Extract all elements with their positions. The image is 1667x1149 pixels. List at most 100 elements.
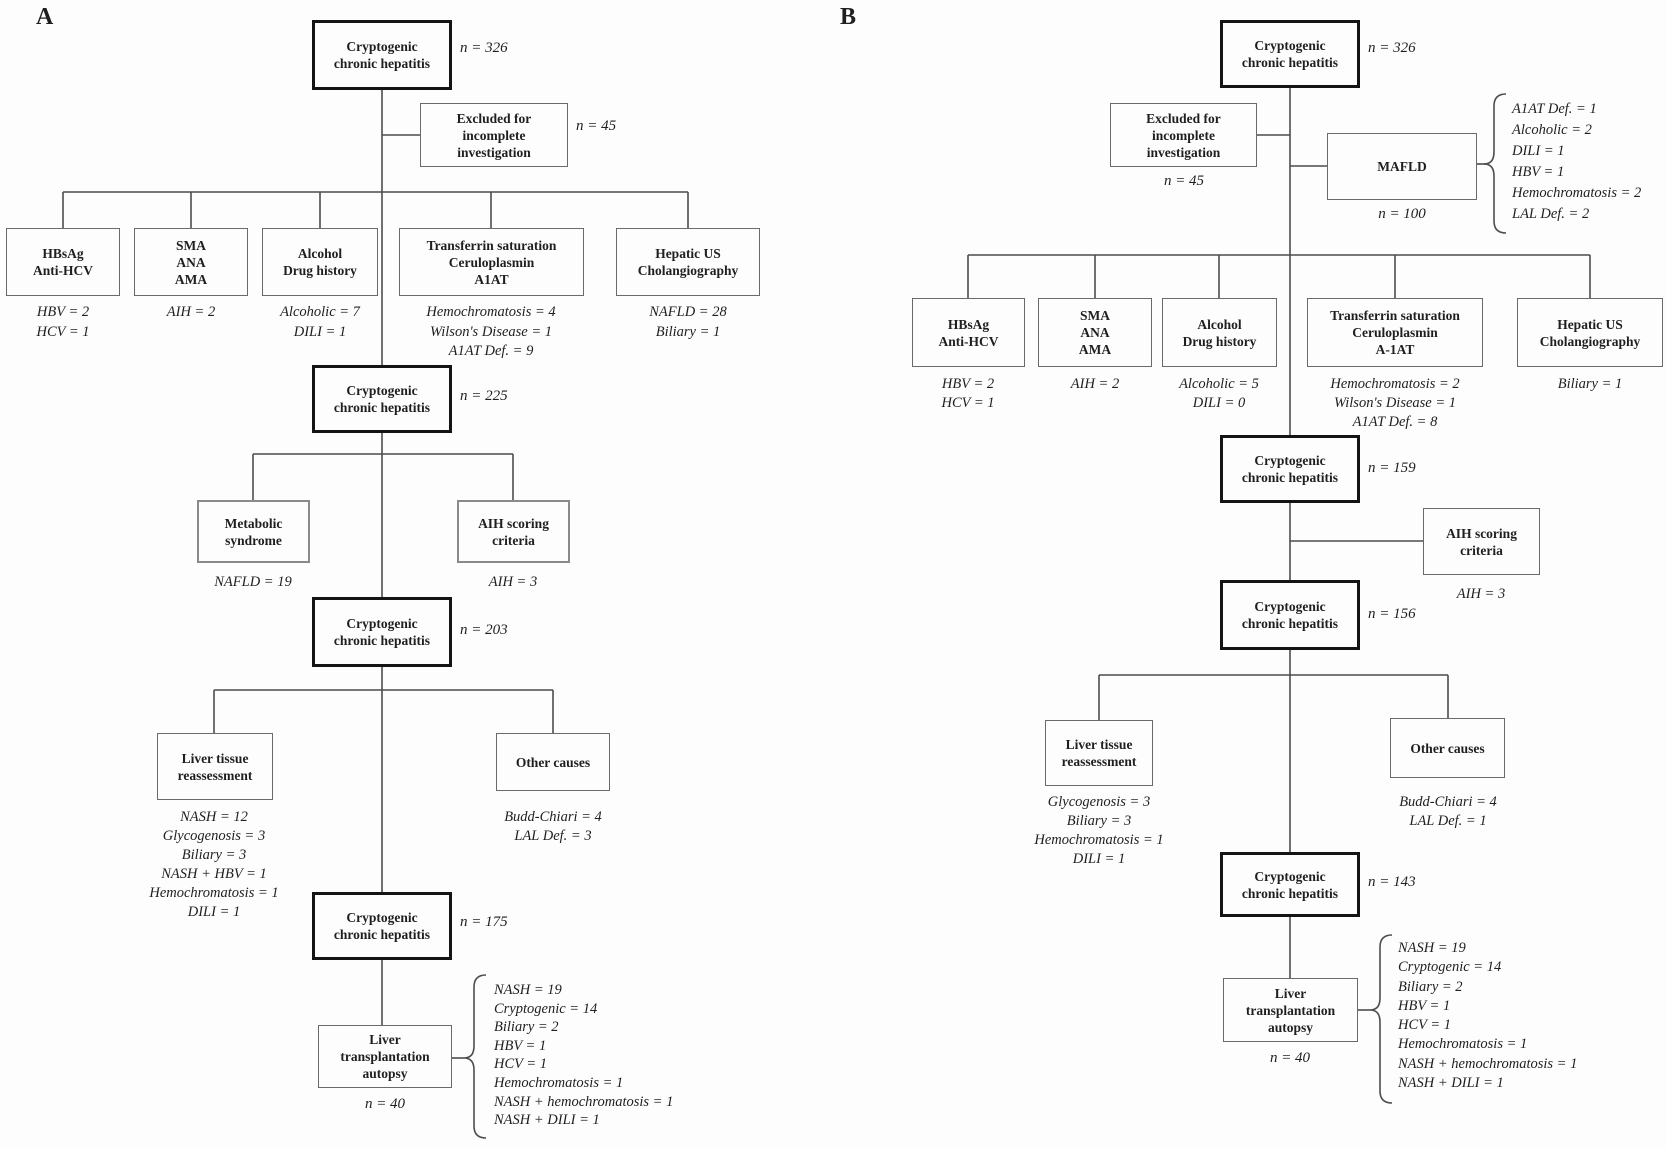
node-test-transferrin-b: Transferrin saturation Ceruloplasmin A-1… <box>1307 298 1483 367</box>
node-excluded-b: Excluded for incomplete investigation <box>1110 103 1257 167</box>
node-mafld-b: MAFLD <box>1327 133 1477 200</box>
result-label: NAFLD = 19 <box>214 574 292 590</box>
node-title: Liver tissue reassessment <box>1061 737 1137 769</box>
node-title: Other causes <box>1410 740 1485 756</box>
node-title: Hepatic US Cholangiography <box>1539 316 1641 349</box>
result-label: AIH = 3 <box>488 574 538 590</box>
node-excluded-a: Excluded for incomplete investigation <box>420 103 568 167</box>
node-cryptogenic-225-a: Cryptogenic chronic hepatitis <box>312 365 452 433</box>
curly-brace-icon <box>1483 93 1507 234</box>
node-title: Alcohol Drug history <box>283 246 357 278</box>
n-label: n = 156 <box>1368 606 1416 622</box>
curly-brace-icon <box>1369 934 1393 1104</box>
node-other-causes-b: Other causes <box>1390 718 1505 778</box>
node-title: Excluded for incomplete investigation <box>456 110 532 160</box>
node-title: Excluded for incomplete investigation <box>1146 110 1221 160</box>
node-title: Alcohol Drug history <box>1182 316 1257 349</box>
node-title: AIH scoring criteria <box>1446 525 1517 558</box>
node-title: Transferrin saturation Ceruloplasmin A-1… <box>1330 308 1460 357</box>
result-label: HBV = 2 HCV = 1 <box>36 304 90 340</box>
node-test-sma-b: SMA ANA AMA <box>1038 298 1152 367</box>
node-metabolic-syndrome-a: Metabolic syndrome <box>197 500 310 563</box>
n-label: n = 143 <box>1368 874 1416 890</box>
result-label: NAFLD = 28 Biliary = 1 <box>649 304 727 340</box>
result-label: AIH = 3 <box>1456 586 1506 602</box>
node-title: Cryptogenic chronic hepatitis <box>333 616 431 648</box>
node-title: Cryptogenic chronic hepatitis <box>333 39 431 71</box>
n-label: n = 40 <box>364 1096 406 1112</box>
panel-a-label: A <box>36 4 54 30</box>
node-test-alcohol-b: Alcohol Drug history <box>1162 298 1277 367</box>
brace-list: NASH = 19 Cryptogenic = 14 Biliary = 2 H… <box>494 982 674 1129</box>
result-label: Alcoholic = 7 DILI = 1 <box>280 304 360 340</box>
result-label: NASH = 12 Glycogenosis = 3 Biliary = 3 N… <box>149 809 279 920</box>
n-label: n = 159 <box>1368 460 1416 476</box>
n-label: n = 40 <box>1269 1050 1311 1066</box>
n-label: n = 45 <box>576 118 617 134</box>
node-title: AIH scoring criteria <box>478 515 549 548</box>
node-title: Hepatic US Cholangiography <box>637 246 739 278</box>
result-label: Budd-Chiari = 4 LAL Def. = 3 <box>504 809 602 844</box>
node-liver-tissue-a: Liver tissue reassessment <box>157 733 273 800</box>
result-label: Glycogenosis = 3 Biliary = 3 Hemochromat… <box>1034 794 1164 867</box>
n-label: n = 203 <box>460 622 508 638</box>
n-label: n = 100 <box>1378 206 1426 222</box>
node-test-alcohol-a: Alcohol Drug history <box>262 228 378 296</box>
node-title: Metabolic syndrome <box>224 515 283 548</box>
curly-brace-icon <box>463 974 487 1139</box>
node-cryptogenic-156-b: Cryptogenic chronic hepatitis <box>1220 580 1360 650</box>
node-liver-transplant-b: Liver transplantation autopsy <box>1223 978 1358 1042</box>
n-label: n = 175 <box>460 914 508 930</box>
result-label: HBV = 2 HCV = 1 <box>941 376 995 411</box>
node-title: Cryptogenic chronic hepatitis <box>1241 868 1339 901</box>
result-label: AIH = 2 <box>166 304 216 320</box>
node-test-hepatic-us-b: Hepatic US Cholangiography <box>1517 298 1663 367</box>
node-title: Liver tissue reassessment <box>177 750 253 783</box>
node-test-hbsag-a: HBsAg Anti-HCV <box>6 228 120 296</box>
node-cryptogenic-203-a: Cryptogenic chronic hepatitis <box>312 597 452 667</box>
node-liver-tissue-b: Liver tissue reassessment <box>1045 720 1153 786</box>
node-title: HBsAg Anti-HCV <box>33 246 93 278</box>
result-label: Biliary = 1 <box>1557 376 1623 392</box>
result-label: Budd-Chiari = 4 LAL Def. = 1 <box>1399 794 1497 829</box>
node-title: SMA ANA AMA <box>174 237 208 287</box>
node-cryptogenic-143-b: Cryptogenic chronic hepatitis <box>1220 852 1360 917</box>
node-cryptogenic-175-a: Cryptogenic chronic hepatitis <box>312 892 452 960</box>
node-aih-scoring-a: AIH scoring criteria <box>457 500 570 563</box>
node-title: Cryptogenic chronic hepatitis <box>1241 599 1339 631</box>
node-test-transferrin-a: Transferrin saturation Ceruloplasmin A1A… <box>399 228 584 296</box>
node-title: Cryptogenic chronic hepatitis <box>1241 453 1339 485</box>
branch-1-a <box>252 453 514 500</box>
row-stubs-b <box>967 255 1591 298</box>
node-test-hepatic-us-a: Hepatic US Cholangiography <box>616 228 760 296</box>
node-title: Transferrin saturation Ceruloplasmin A1A… <box>426 237 557 287</box>
brace-list: A1AT Def. = 1 Alcoholic = 2 DILI = 1 HBV… <box>1512 101 1642 222</box>
n-label: n = 45 <box>1163 173 1205 189</box>
result-label: Alcoholic = 5 DILI = 0 <box>1179 376 1259 411</box>
node-title: SMA ANA AMA <box>1078 308 1112 357</box>
node-cryptogenic-root-a: Cryptogenic chronic hepatitis <box>312 20 452 90</box>
row-stubs-a <box>62 192 689 228</box>
node-title: Cryptogenic chronic hepatitis <box>333 910 431 942</box>
result-label: Hemochromatosis = 4 Wilson's Disease = 1… <box>426 304 556 359</box>
node-liver-transplant-a: Liver transplantation autopsy <box>318 1025 452 1088</box>
brace-list: NASH = 19 Cryptogenic = 14 Biliary = 2 H… <box>1398 940 1578 1092</box>
node-title: MAFLD <box>1377 159 1427 174</box>
result-label: Hemochromatosis = 2 Wilson's Disease = 1… <box>1330 376 1460 430</box>
node-title: Cryptogenic chronic hepatitis <box>1241 38 1339 70</box>
node-test-sma-a: SMA ANA AMA <box>134 228 248 296</box>
node-cryptogenic-159-b: Cryptogenic chronic hepatitis <box>1220 435 1360 503</box>
node-other-causes-a: Other causes <box>496 733 610 791</box>
n-label: n = 326 <box>460 40 508 56</box>
n-label: n = 225 <box>460 388 508 404</box>
node-title: Cryptogenic chronic hepatitis <box>333 383 431 415</box>
n-label: n = 326 <box>1368 40 1416 56</box>
node-title: Liver transplantation autopsy <box>1245 985 1336 1035</box>
node-title: Other causes <box>515 754 591 770</box>
panel-b-label: B <box>840 4 857 30</box>
node-cryptogenic-root-b: Cryptogenic chronic hepatitis <box>1220 20 1360 88</box>
node-title: HBsAg Anti-HCV <box>938 316 999 349</box>
branch-b <box>1098 674 1449 720</box>
node-aih-scoring-b: AIH scoring criteria <box>1423 508 1540 575</box>
